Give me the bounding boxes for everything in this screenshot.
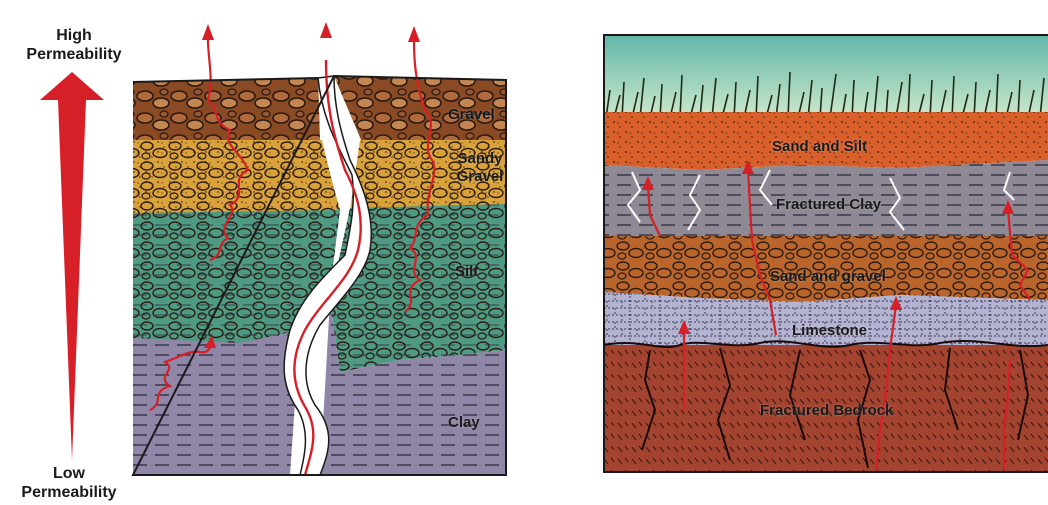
high-label-line2: Permeability (18, 45, 130, 64)
sky (604, 35, 1048, 125)
fractured-bedrock-label: Fractured Bedrock (760, 402, 893, 419)
limestone-label: Limestone (792, 322, 867, 339)
sandy-gravel-text: Sandy Gravel (457, 150, 504, 185)
sandy-gravel-label: Sandy Gravel (450, 150, 510, 186)
sand-and-gravel-label: Sand and gravel (770, 268, 886, 285)
high-permeability-label: High Permeability (18, 26, 130, 64)
sand-and-silt-label: Sand and Silt (772, 138, 867, 155)
low-label-line1: Low (10, 464, 128, 483)
permeability-arrow (40, 72, 104, 460)
high-label-line1: High (18, 26, 130, 45)
clay-label: Clay (448, 414, 480, 431)
fractured-clay-label: Fractured Clay (776, 196, 881, 213)
left-soil-profile (133, 22, 506, 475)
low-permeability-label: Low Permeability (10, 464, 128, 502)
gravel-label: Gravel (448, 106, 495, 123)
low-label-line2: Permeability (10, 483, 128, 502)
silt-label: Silt (455, 263, 478, 280)
